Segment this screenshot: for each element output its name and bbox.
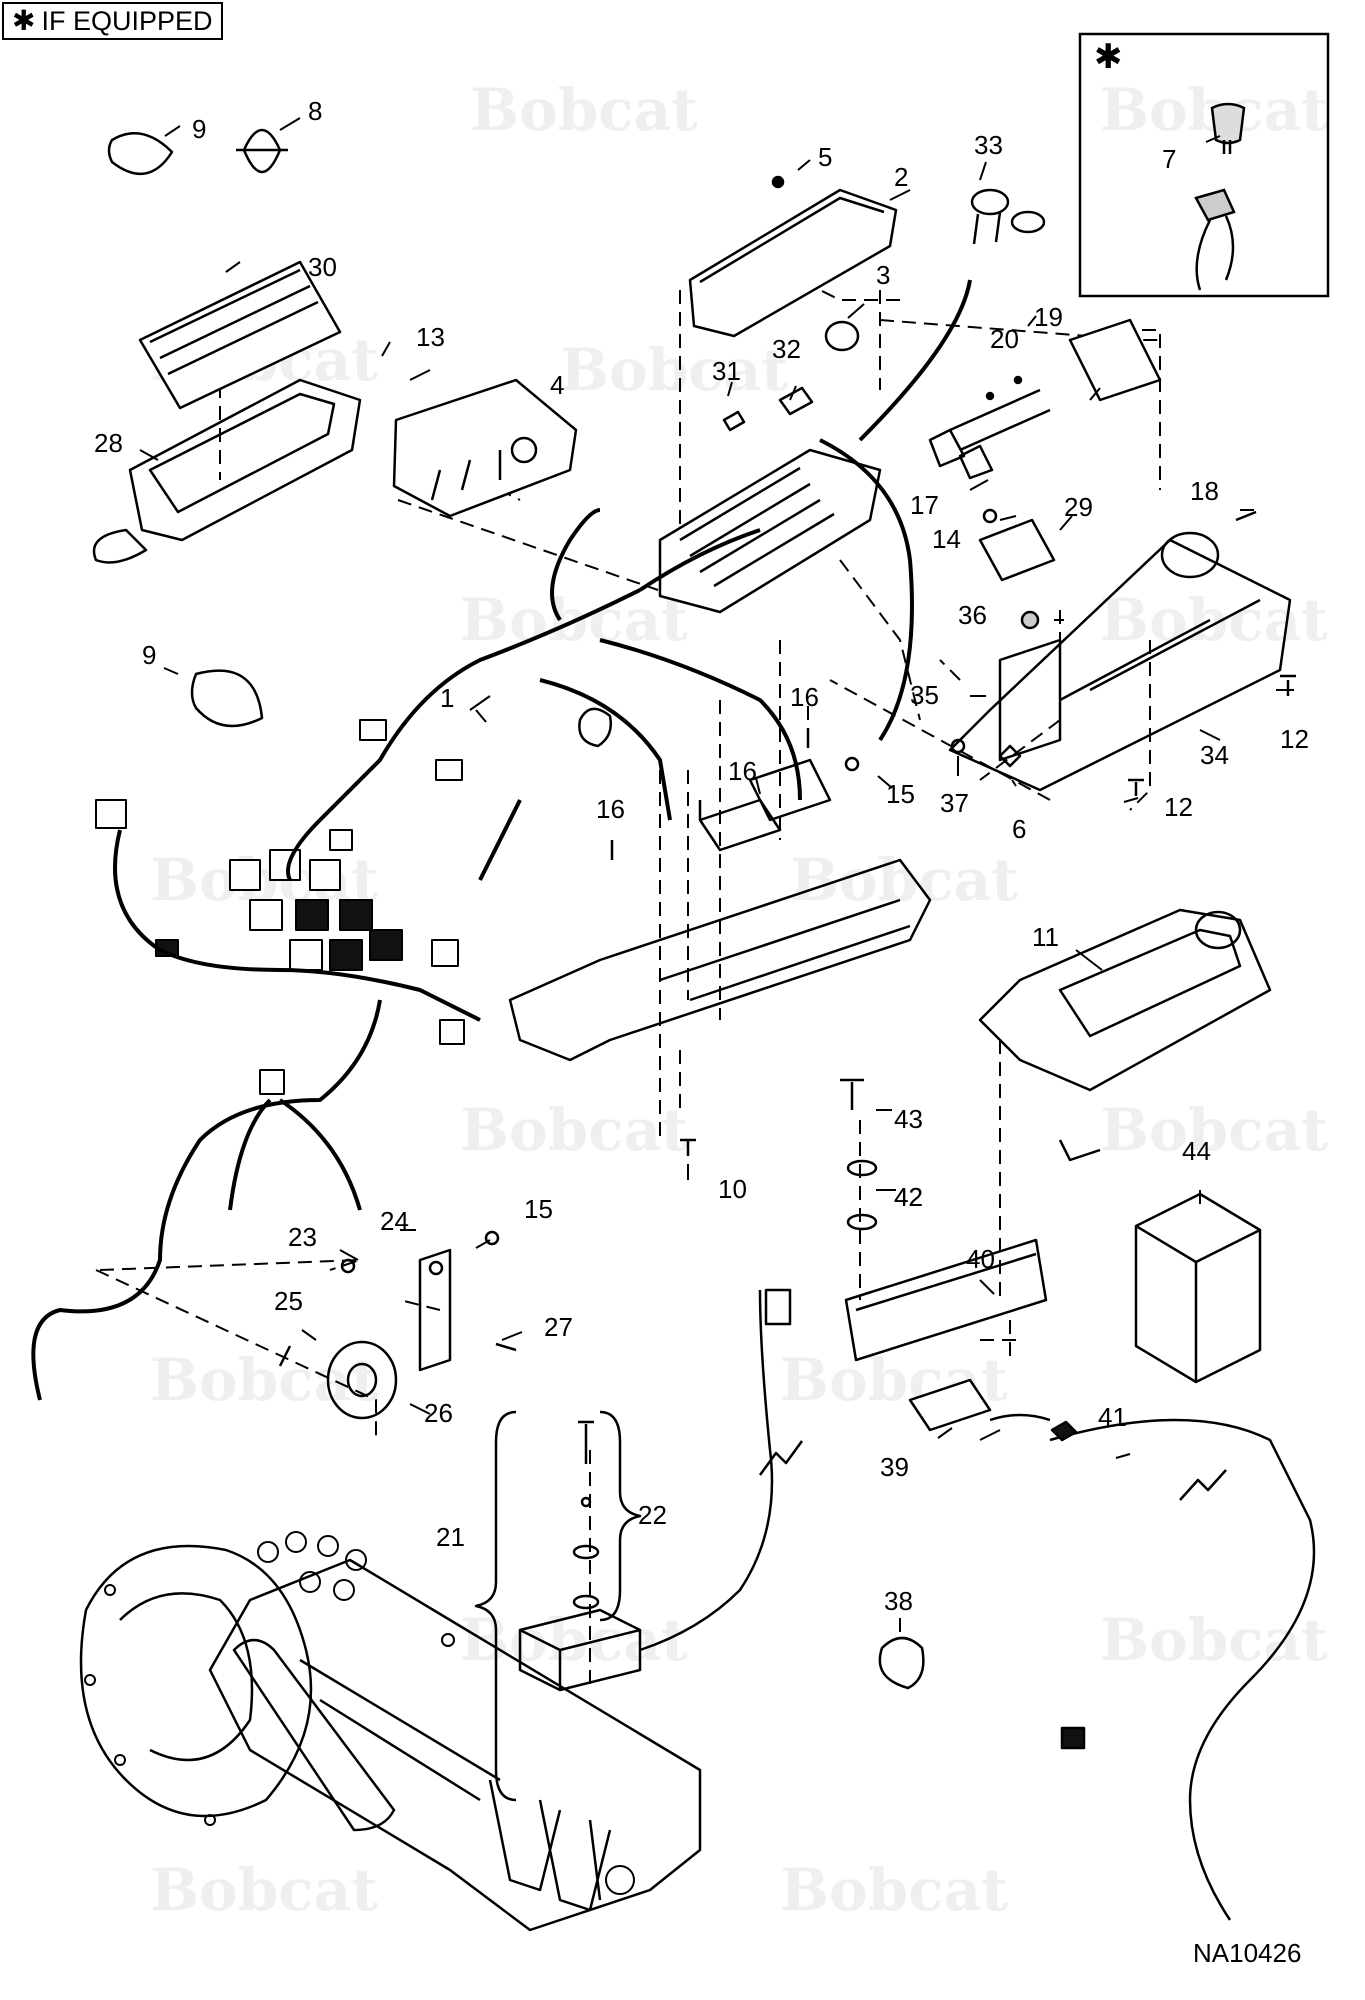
callout-label: 16	[790, 682, 819, 712]
callout-label: 44	[1182, 1136, 1211, 1166]
callout-label: 7	[1162, 144, 1176, 174]
watermark-text: Bobcat	[790, 846, 1018, 914]
leader-lines	[139, 117, 1294, 1632]
callout-label: 8	[308, 96, 322, 126]
callout-label: 10	[718, 1174, 747, 1204]
callout-label: 38	[884, 1586, 913, 1616]
callout-label: 35	[910, 680, 939, 710]
watermark-text: Bobcat	[560, 336, 788, 404]
callout-label: 29	[1064, 492, 1093, 522]
callout-label: 14	[932, 524, 961, 554]
callout-label: 15	[886, 779, 915, 809]
callout-label: 16	[596, 794, 625, 824]
callout-label: 42	[894, 1182, 923, 1212]
callout-label: 9	[192, 114, 206, 144]
callout-label: 33	[974, 130, 1003, 160]
if-equipped-legend: ✱IF EQUIPPED	[2, 2, 223, 40]
watermark-text: Bobcat	[460, 1096, 688, 1164]
watermark-text: Bobcat	[150, 1856, 378, 1924]
callout-label: 25	[274, 1286, 303, 1316]
watermark-text: Bobcat	[780, 1856, 1008, 1924]
callout-label: 9	[142, 640, 156, 670]
watermark-text: Bobcat	[1100, 586, 1328, 654]
inset-if-equipped	[1078, 32, 1330, 298]
watermark-text: Bobcat	[470, 76, 698, 144]
callout-label: 19	[1034, 302, 1063, 332]
watermark-text: Bobcat	[150, 1346, 378, 1414]
callout-labels: 1 2 3 4 5 6 7 8 9 9 10 11 12 12 13 14 15…	[94, 96, 1309, 1616]
component-line-art	[31, 128, 1316, 1932]
callout-label: 41	[1098, 1402, 1127, 1432]
callout-label: 42	[894, 1182, 923, 1212]
callout-label: 4	[550, 370, 564, 400]
inset-asterisk: ✱	[1094, 38, 1123, 76]
callout-label: 32	[772, 334, 801, 364]
callout-label: 13	[416, 322, 445, 352]
callout-label: 5	[818, 142, 832, 172]
callout-label: 26	[424, 1398, 453, 1428]
callout-label: 39	[880, 1452, 909, 1482]
callout-label: 40	[966, 1244, 995, 1274]
callout-label: 21	[436, 1522, 465, 1552]
legend-text: IF EQUIPPED	[41, 6, 213, 36]
watermark-text: Bobcat	[1100, 1606, 1328, 1674]
callout-label: 2	[894, 162, 908, 192]
callout-label: 1	[440, 683, 454, 713]
callout-label: 28	[94, 428, 123, 458]
callout-label: 24	[380, 1206, 409, 1236]
callout-label: 11	[1032, 922, 1059, 952]
callout-label: 37	[940, 788, 969, 818]
callout-label: 31	[712, 356, 741, 386]
callout-label: 23	[288, 1222, 317, 1252]
callout-label: 12	[1280, 724, 1309, 754]
callout-label: 22	[638, 1500, 667, 1530]
callout-label: 34	[1200, 740, 1229, 770]
assembly-guide-lines	[95, 279, 1161, 1690]
callout-label: 18	[1190, 476, 1219, 506]
callout-label: 6	[1012, 814, 1026, 844]
callout-label: 3	[876, 260, 890, 290]
callout-label: 27	[544, 1312, 573, 1342]
callout-label: 16	[728, 756, 757, 786]
callout-label: 15	[524, 1194, 553, 1224]
callout-label: 36	[958, 600, 987, 630]
drawing-code: NA10426	[1193, 1938, 1302, 1968]
callout-label: 30	[308, 252, 337, 282]
callout-label: 43	[894, 1104, 923, 1134]
watermark-text: Bobcat	[1100, 1096, 1328, 1164]
callout-label: 17	[910, 490, 939, 520]
callout-label: 12	[1164, 792, 1193, 822]
asterisk-icon: ✱	[12, 5, 36, 36]
callout-label: 20	[990, 324, 1019, 354]
